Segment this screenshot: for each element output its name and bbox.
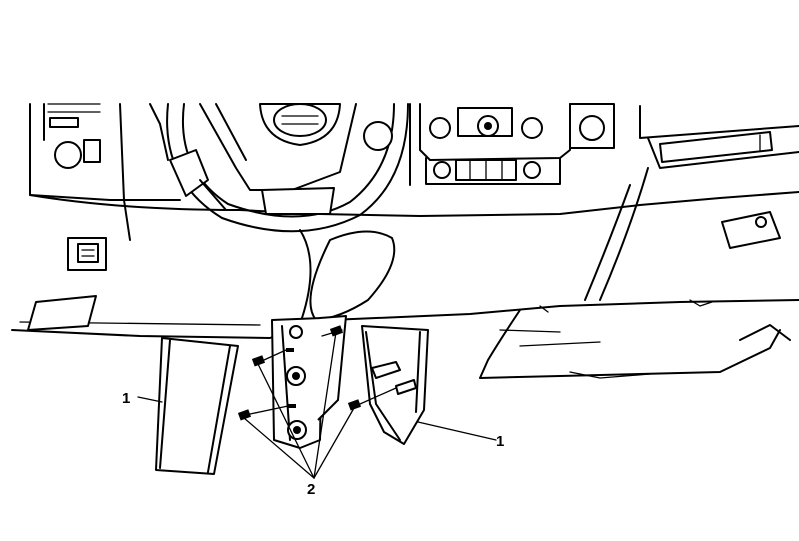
instrument-panel <box>11 103 799 379</box>
right-trim-panel <box>361 325 429 445</box>
callout-1-left: 1 <box>122 390 130 407</box>
fasteners <box>237 325 397 421</box>
callout-2: 2 <box>307 481 315 498</box>
callout-1-right: 1 <box>496 433 504 450</box>
leader-lines <box>137 331 497 479</box>
left-trim-panel <box>155 337 239 475</box>
